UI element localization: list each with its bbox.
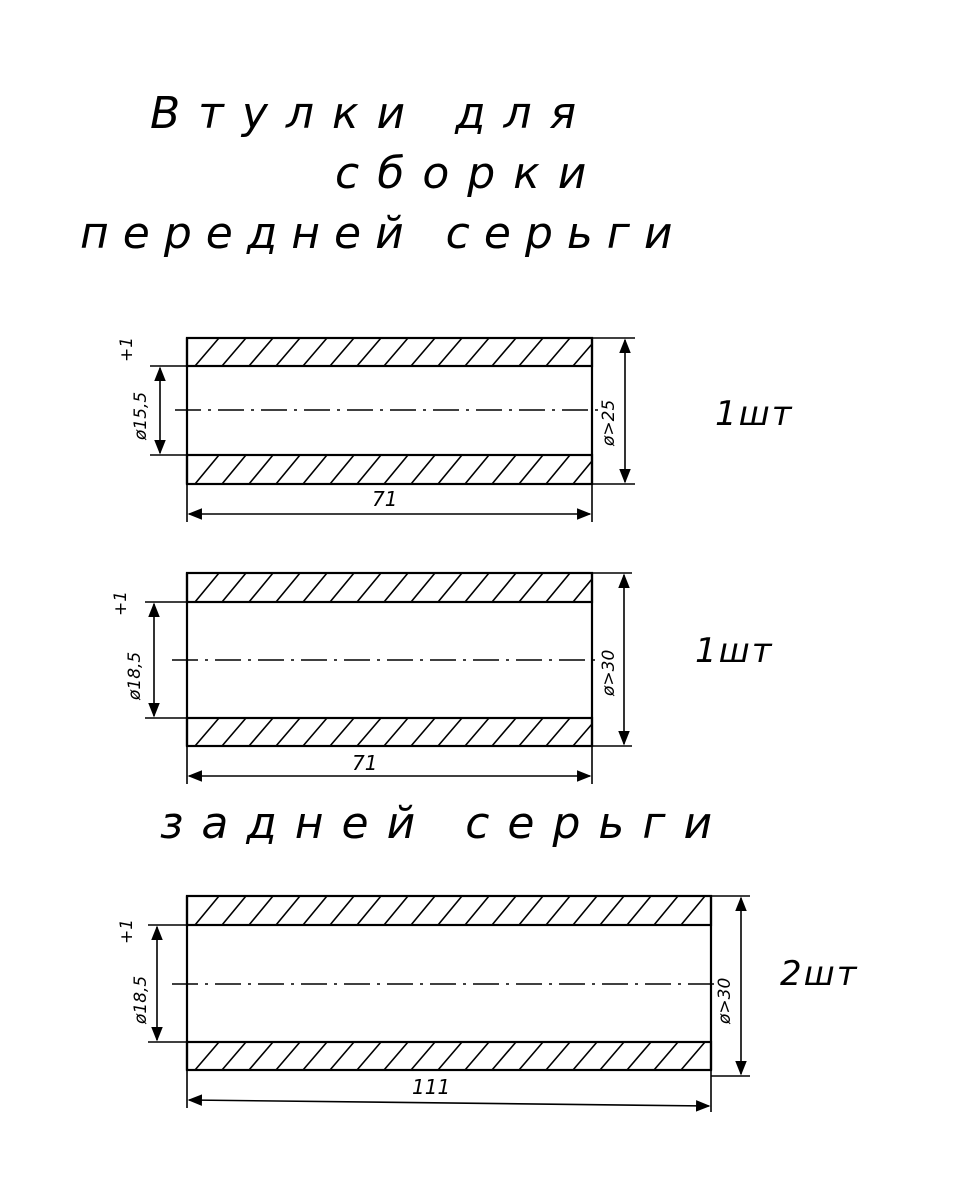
title-line-2: сборки: [335, 148, 604, 199]
bushing-2-inner-tolerance: +1: [111, 591, 131, 616]
bushing-3-length-dim-line: [187, 1094, 711, 1112]
bushing-3-length: 111: [412, 1075, 450, 1099]
bushing-1-length: 71: [372, 487, 397, 511]
bushing-1-inner-tolerance: +1: [117, 337, 137, 362]
bushing-1-quantity: 1шт: [715, 394, 794, 434]
bushing-3-inner-diameter: ø18,5: [131, 976, 151, 1025]
bushing-1-inner-diameter: ø15,5: [131, 392, 151, 441]
bushing-3-hatching: [194, 895, 706, 1071]
bushing-1-outer-diameter: ø>25: [599, 400, 619, 447]
bushing-3-outer-diameter: ø>30: [715, 978, 735, 1025]
title-line-1: Втулки для: [150, 88, 594, 139]
bushing-1-hatching: [194, 337, 593, 485]
bushing-3-quantity: 2шт: [780, 954, 859, 994]
bushing-2: ø18,5 +1 ø>30 71 1шт: [111, 571, 774, 784]
bushing-3-inner-tolerance: +1: [117, 919, 137, 944]
bushing-2-hatching: [194, 572, 593, 747]
title-line-3: передней серьги: [80, 208, 687, 259]
bushing-2-outer-diameter: ø>30: [599, 650, 619, 697]
bushing-1: ø15,5 +1 ø>25 71 1шт: [117, 336, 794, 522]
bushing-3: ø18,5 +1 ø>30 111 2шт: [117, 894, 859, 1112]
bushing-2-quantity: 1шт: [695, 631, 774, 671]
bushing-2-length: 71: [352, 751, 377, 775]
bushing-2-inner-diameter: ø18,5: [125, 652, 145, 701]
section-2-title: задней серьги: [160, 798, 730, 849]
